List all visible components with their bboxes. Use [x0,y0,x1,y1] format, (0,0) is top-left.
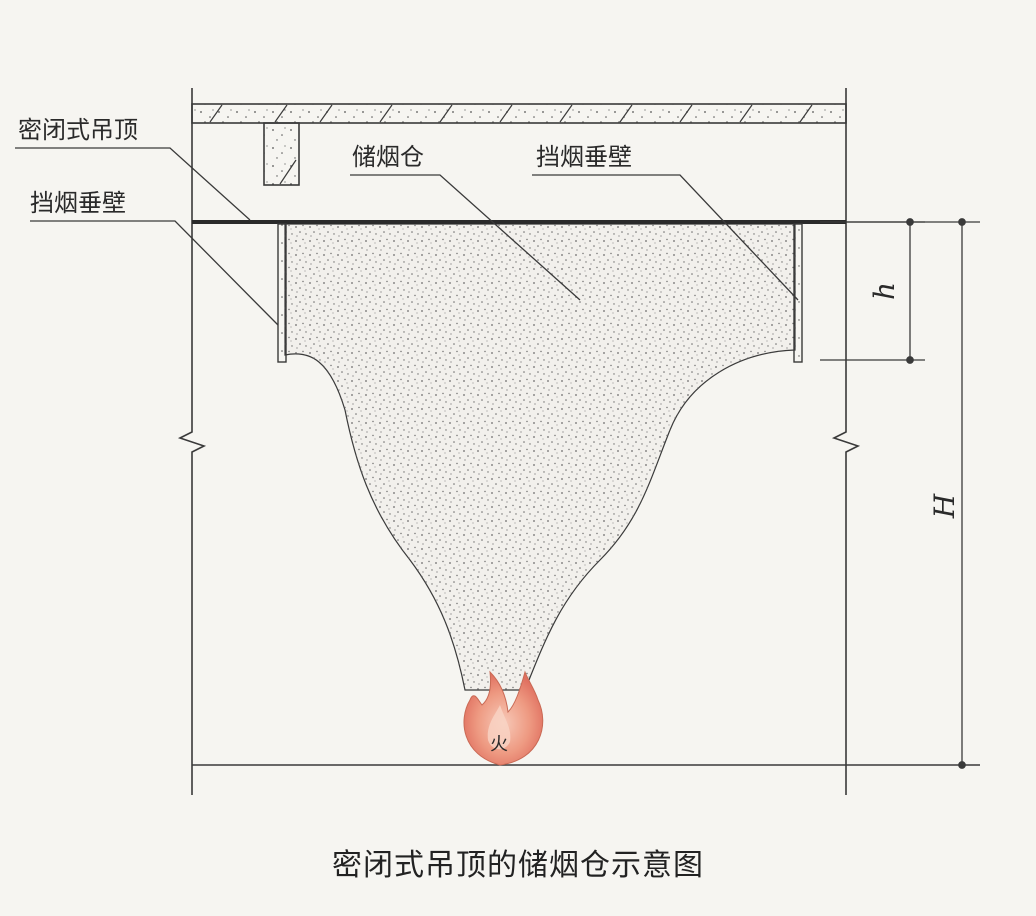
label-smoke-store: 储烟仓 [352,143,424,171]
label-smoke-barrier-left: 挡烟垂壁 [30,189,126,217]
wall-right [831,88,861,795]
fire-label: 火 [490,734,508,755]
figure-caption: 密闭式吊顶的储烟仓示意图 [332,848,704,883]
wall-left [177,88,207,795]
label-dim-H: H [928,493,961,519]
smoke-barrier-right [793,223,803,363]
label-dim-h: h [868,282,901,300]
smoke-barrier-left [277,223,287,363]
label-smoke-barrier-right: 挡烟垂壁 [536,143,632,171]
leader-smoke-store [350,174,581,301]
label-sealed-ceiling: 密闭式吊顶 [18,116,138,144]
leader-ceiling [15,147,251,221]
dimension-H [846,218,980,769]
fire-icon: 火 [463,670,544,766]
floor-slab [191,103,847,186]
leader-barrier-left [30,220,279,326]
leader-barrier-right [532,174,799,301]
